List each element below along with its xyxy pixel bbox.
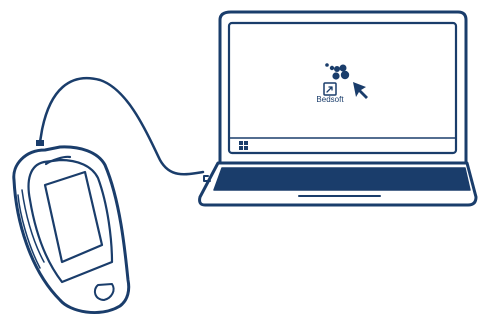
laptop-icon [200,12,476,205]
shortcut-label[interactable]: Bedsoft [308,95,352,104]
meter-screen [45,172,102,262]
shortcut-arrow-icon[interactable] [324,83,336,95]
windows-start-icon[interactable] [239,141,248,150]
bedsoft-logo-icon [325,63,349,79]
handheld-meter-icon [14,147,129,313]
mouse-pointer-icon [353,82,368,99]
laptop-screen [229,23,456,153]
laptop-keyboard [214,168,470,190]
meter-button[interactable] [95,284,114,300]
